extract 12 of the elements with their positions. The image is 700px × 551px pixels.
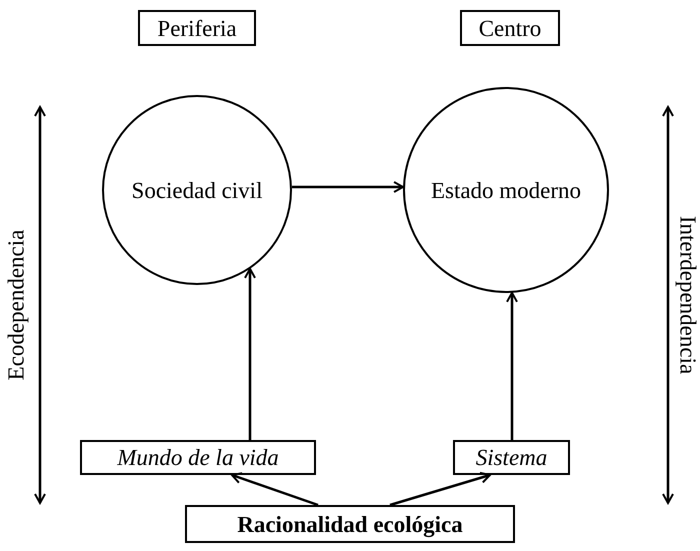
- process-box: Racionalidad ecológica: [185, 505, 515, 543]
- process-box: Sistema: [453, 440, 570, 475]
- arrow: [292, 181, 404, 193]
- process-box: Mundo de la vida: [80, 440, 316, 475]
- heading-box: Periferia: [138, 10, 256, 46]
- arrow: [506, 292, 518, 440]
- arrow: [390, 472, 491, 506]
- axis-label: Interdependencia: [676, 216, 700, 374]
- axis-label: Ecodependencia: [4, 230, 28, 380]
- arrow: [244, 268, 256, 440]
- arrow: [231, 472, 318, 506]
- heading-box: Centro: [460, 10, 560, 46]
